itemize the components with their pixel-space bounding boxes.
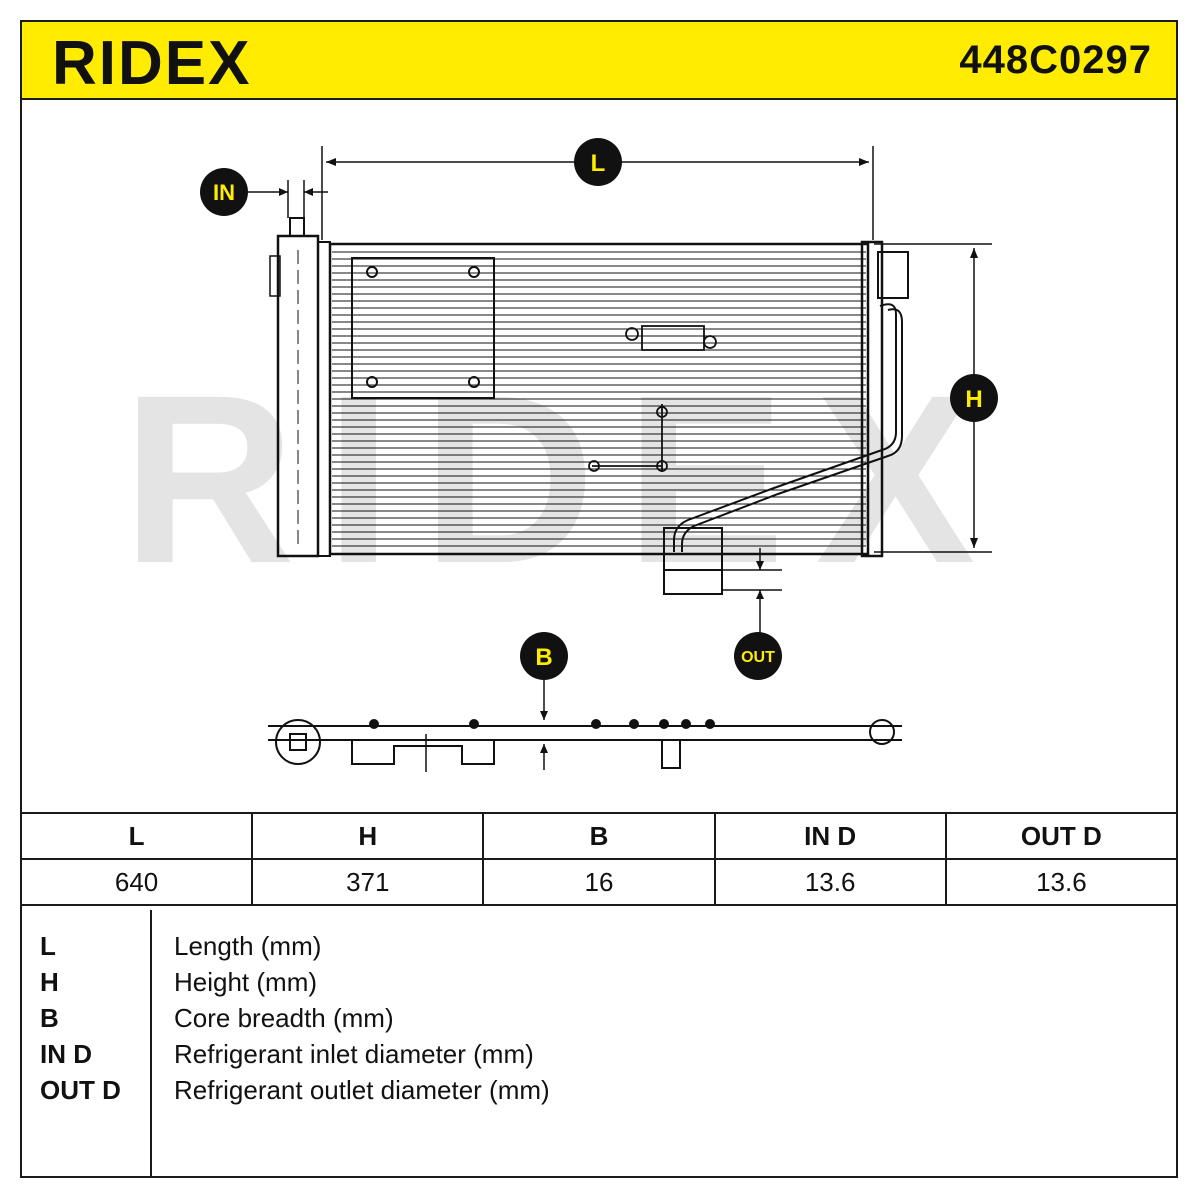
legend-key: L [40, 931, 56, 961]
legend-key: H [40, 967, 59, 997]
legend-desc: Refrigerant inlet diameter (mm) [174, 1039, 534, 1069]
marker-length: L [574, 138, 622, 186]
spec-value-out-d: 13.6 [944, 858, 1179, 906]
legend-key: IN D [40, 1039, 92, 1069]
legend-desc: Length (mm) [174, 931, 322, 961]
spec-value-h: 371 [251, 858, 485, 906]
svg-text:L: L [591, 150, 606, 177]
marker-height: H [950, 374, 998, 422]
marker-outlet: OUT [734, 632, 782, 680]
outlet-block [663, 527, 782, 640]
watermark-text: RIDEX [122, 345, 1005, 613]
dimension-inlet [248, 180, 328, 218]
header-bar: RIDEX 448C0297 [20, 20, 1178, 100]
technical-drawing: RIDEX [122, 138, 1005, 772]
legend-key: OUT D [40, 1075, 121, 1105]
spec-header-h: H [251, 812, 485, 860]
legend-desc: Core breadth (mm) [174, 1003, 394, 1033]
condenser-core [328, 242, 870, 556]
legend-desc: Refrigerant outlet diameter (mm) [174, 1075, 550, 1105]
legend-item: OUT D Refrigerant outlet diameter (mm) [22, 1072, 1122, 1108]
legend-item: H Height (mm) [22, 964, 1122, 1000]
spec-table-values-row: 640 371 16 13.6 13.6 [19, 858, 1179, 906]
svg-text:B: B [535, 644, 552, 671]
legend: L Length (mm) H Height (mm) B Core bread… [20, 910, 1178, 1178]
sensor-fitting [588, 325, 717, 472]
brand-logo-text: RIDEX [52, 29, 251, 98]
spec-header-in-d: IN D [713, 812, 947, 860]
spec-header-l: L [19, 812, 254, 860]
legend-divider [150, 910, 152, 1176]
legend-item: IN D Refrigerant inlet diameter (mm) [22, 1036, 1122, 1072]
spec-table-header-row: L H B IN D OUT D [19, 812, 1179, 860]
spec-value-in-d: 13.6 [713, 858, 947, 906]
spec-table: L H B IN D OUT D 640 371 16 13.6 13.6 [19, 812, 1179, 906]
legend-desc: Height (mm) [174, 967, 318, 997]
mounting-bracket [351, 257, 495, 399]
svg-text:IN: IN [213, 180, 235, 205]
brand-logo: RIDEX [52, 29, 251, 98]
spec-header-b: B [482, 812, 716, 860]
legend-key: B [40, 1003, 59, 1033]
svg-text:H: H [965, 386, 982, 413]
legend-item: B Core breadth (mm) [22, 1000, 1122, 1036]
spec-value-b: 16 [482, 858, 716, 906]
left-header-tank [269, 217, 331, 558]
marker-inlet: IN [200, 168, 248, 216]
part-number: 448C0297 [959, 38, 1152, 82]
spec-value-l: 640 [19, 858, 254, 906]
marker-breadth: B [520, 632, 568, 680]
legend-item: L Length (mm) [22, 928, 1122, 964]
spec-header-out-d: OUT D [944, 812, 1179, 860]
svg-text:OUT: OUT [741, 649, 775, 666]
side-view [268, 680, 902, 772]
